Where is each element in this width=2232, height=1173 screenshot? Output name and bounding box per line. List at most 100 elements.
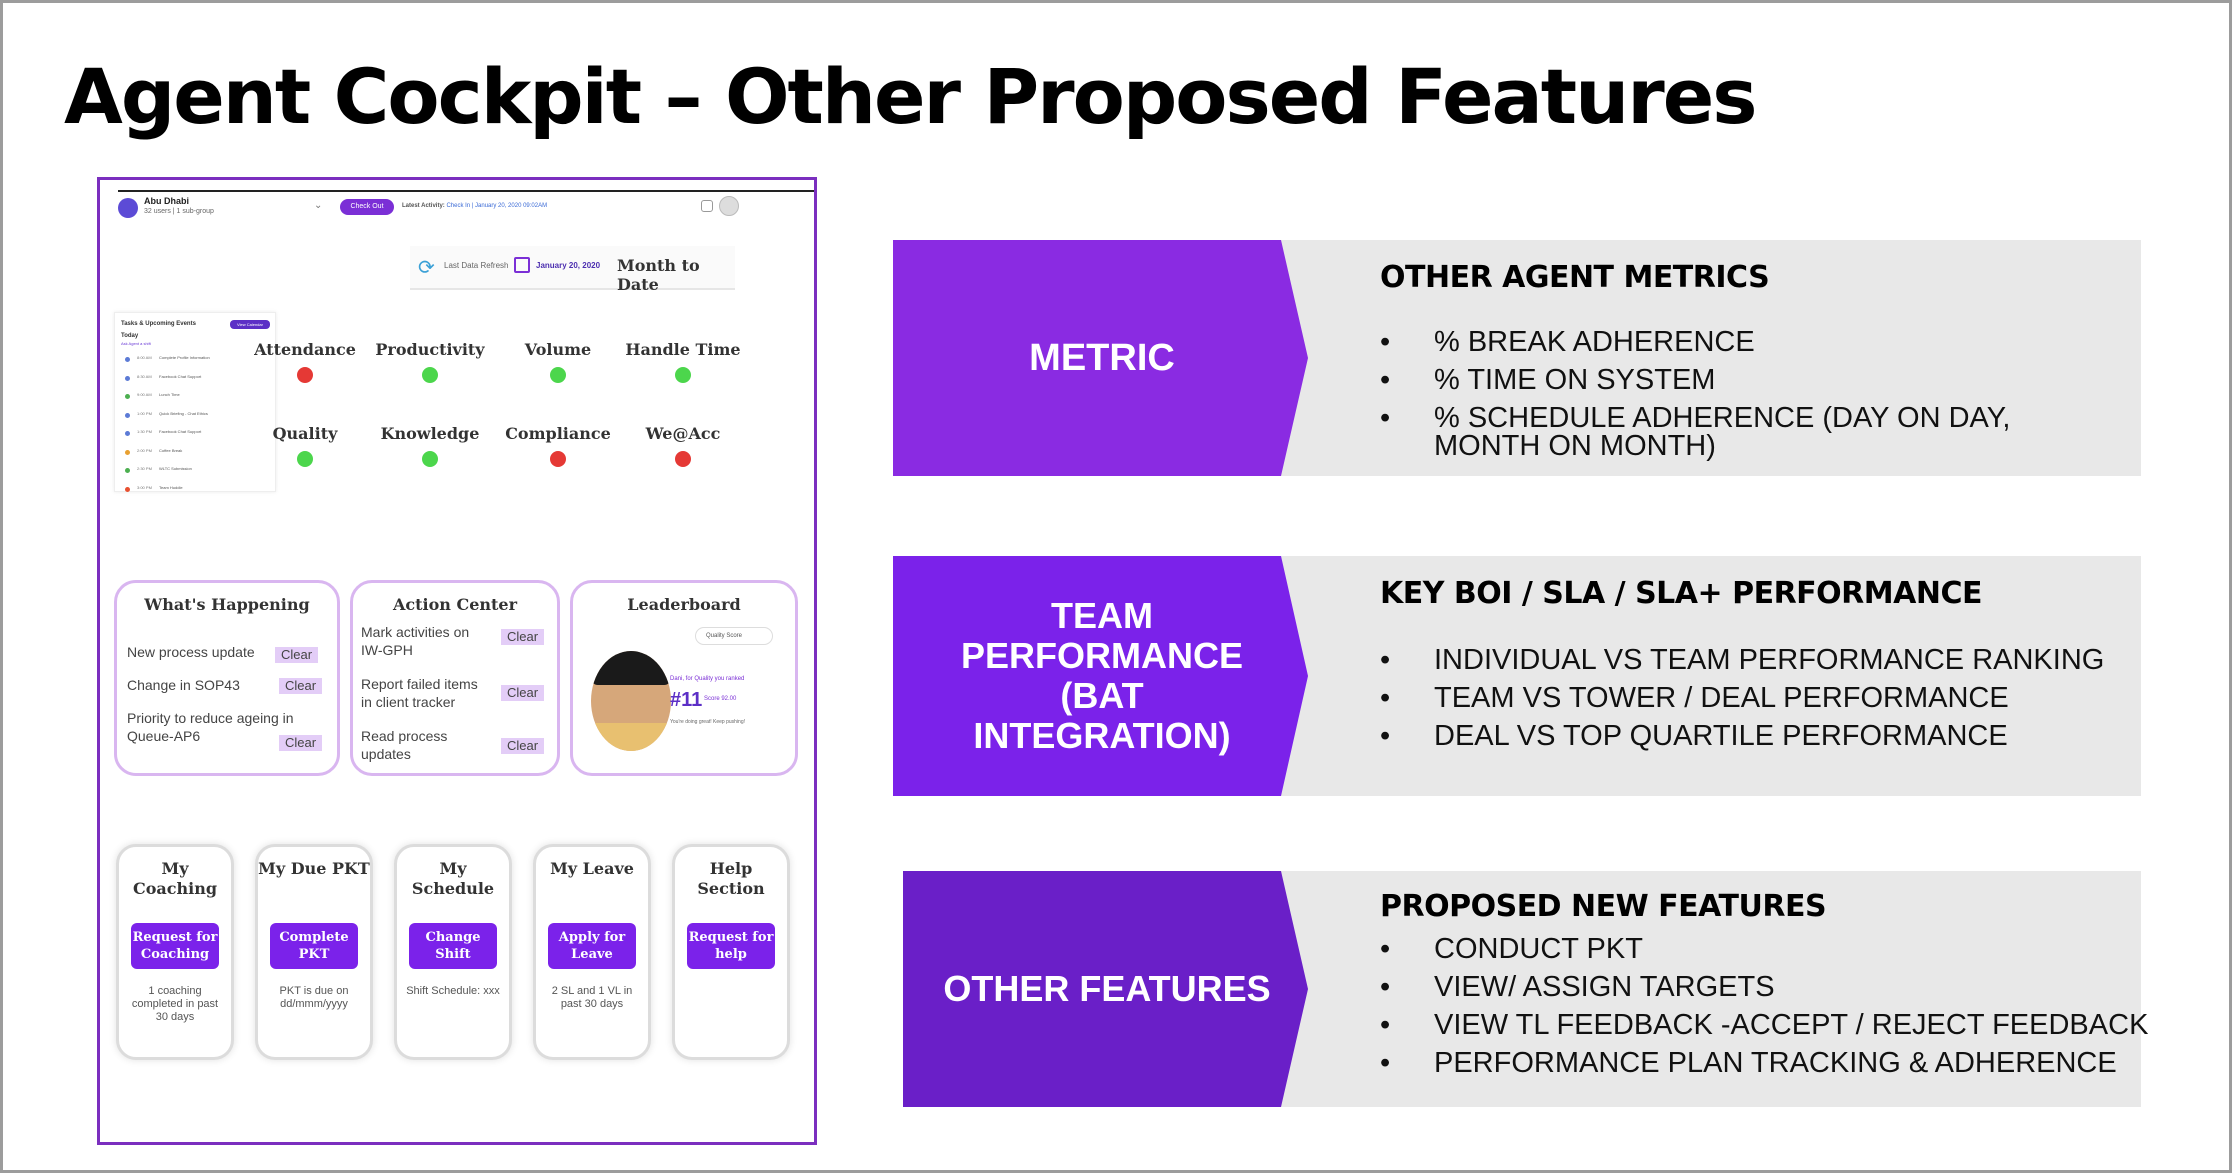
tile-button[interactable]: Request for Coaching (131, 923, 219, 969)
clear-button[interactable]: Clear (501, 685, 545, 701)
status-dot (297, 367, 313, 383)
metric-label: Compliance (505, 424, 611, 443)
calendar-icon[interactable] (514, 257, 530, 273)
tile-note: 2 SL and 1 VL in past 30 days (551, 985, 633, 1010)
location-avatar (118, 198, 138, 218)
tasks-sub: Ask Agent a shift (121, 341, 151, 346)
bullet-text: TEAM VS TOWER / DEAL PERFORMANCE (1434, 682, 2009, 714)
task-dot (125, 357, 130, 362)
database-icon[interactable] (701, 200, 713, 212)
metric-productivity[interactable]: Productivity (370, 340, 490, 383)
agent-photo (591, 651, 671, 751)
clear-button[interactable]: Clear (501, 738, 545, 754)
metric-compliance[interactable]: Compliance (498, 424, 618, 467)
tile-button[interactable]: Apply for Leave (548, 923, 636, 969)
tile-note: Shift Schedule: xxx (406, 985, 500, 997)
metric-knowledge[interactable]: Knowledge (370, 424, 490, 467)
bullet-dot: • (1380, 720, 1391, 752)
clear-button[interactable]: Clear (279, 678, 323, 694)
card-title: Leaderboard (627, 595, 741, 614)
task-dot (125, 486, 130, 492)
task-dot (125, 449, 130, 455)
bullet-text: INDIVIDUAL VS TEAM PERFORMANCE RANKING (1434, 644, 2105, 676)
score-value: Score 92.00 (704, 696, 737, 702)
action-item: Read process updates (361, 728, 448, 762)
tile-title: My Due PKT (258, 859, 370, 878)
metric-attendance[interactable]: Attendance (245, 340, 365, 383)
task-time: 1:00 PM (137, 410, 152, 416)
view-calendar-button[interactable]: View Calendar (230, 320, 270, 329)
tasks-today: Today (121, 333, 139, 339)
whats-happening-card: What's Happening New process update Clea… (114, 580, 340, 776)
slide-title: Agent Cockpit – Other Proposed Features (64, 52, 1757, 141)
task-text: Facebook Chat Support (159, 429, 202, 434)
feature-heading: PROPOSED NEW FEATURES (1380, 889, 1827, 924)
feature-detail-panel (1281, 240, 2141, 476)
tile-title: My Coaching (132, 859, 218, 898)
metric-label: Quality (272, 424, 338, 443)
score-select[interactable]: Quality Score (695, 627, 773, 645)
metric-label: Volume (524, 340, 592, 359)
news-item: New process update (127, 644, 255, 660)
bullet-text: % TIME ON SYSTEM (1434, 364, 1716, 396)
status-dot (675, 367, 691, 383)
chevron-down-icon[interactable]: ⌄ (314, 200, 323, 211)
check-out-button[interactable]: Check Out (340, 199, 394, 215)
location-sub: 32 users | 1 sub-group (144, 208, 214, 215)
tasks-title: Tasks & Upcoming Events (121, 321, 196, 327)
arrow-label: METRIC (1029, 337, 1175, 379)
task-item[interactable]: 1:30 PM Facebook Chat Support (125, 429, 265, 439)
clear-button[interactable]: Clear (279, 735, 323, 751)
bullet-dot: • (1380, 1047, 1391, 1079)
task-time: 1:30 PM (137, 429, 152, 434)
bullet-text: % SCHEDULE ADHERENCE (DAY ON DAY, MONTH … (1434, 402, 2011, 462)
tile-title: Help Section (697, 859, 765, 898)
photo-shirt (591, 723, 671, 751)
tile-my-due-pkt: My Due PKT Complete PKT PKT is due on dd/m… (255, 844, 373, 1060)
metric-volume[interactable]: Volume (498, 340, 618, 383)
tile-button[interactable]: Change Shift (409, 923, 497, 969)
metric-quality[interactable]: Quality (245, 424, 365, 467)
bullet-dot: • (1380, 682, 1391, 714)
feature-detail-panel (1281, 871, 2141, 1107)
task-dot (125, 412, 130, 418)
card-title: What's Happening (144, 595, 310, 614)
bullet-text: DEAL VS TOP QUARTILE PERFORMANCE (1434, 720, 2008, 752)
status-dot (550, 367, 566, 383)
status-dot (422, 367, 438, 383)
cockpit-mockup: Abu Dhabi 32 users | 1 sub-group ⌄ Check… (97, 177, 817, 1145)
task-text: WLTC Submission (159, 466, 192, 471)
status-dot (422, 451, 438, 467)
task-dot (125, 431, 130, 436)
task-text: Quick Briefing - Chat Ethics (159, 410, 208, 416)
tile-button[interactable]: Complete PKT (270, 923, 358, 969)
task-item[interactable]: 1:00 PM Quick Briefing - Chat Ethics (125, 411, 265, 421)
arrow-label: TEAM PERFORMANCE (BAT INTEGRATION) (960, 595, 1243, 756)
metric-we-acc[interactable]: We@Acc (623, 424, 743, 467)
user-avatar-icon[interactable] (719, 196, 739, 216)
tile-note: PKT is due on dd/mmm/yyyy (279, 985, 349, 1010)
period-selector[interactable]: Month to Date (617, 256, 700, 294)
latest-activity-label: Latest Activity: (402, 203, 445, 209)
metric-handle-time[interactable]: Handle Time (623, 340, 743, 383)
metric-label: Productivity (375, 340, 485, 359)
task-dot (125, 468, 130, 473)
tile-note: 1 coaching completed in past 30 days (131, 985, 219, 1023)
refresh-icon[interactable]: ⟳ (418, 257, 435, 279)
latest-activity: Latest Activity: Check In | January 20, … (402, 203, 547, 209)
status-dot (297, 451, 313, 467)
bullet-dot: • (1380, 644, 1391, 676)
refresh-date: January 20, 2020 (536, 261, 601, 270)
clear-button[interactable]: Clear (501, 629, 545, 645)
tile-button[interactable]: Request for help (687, 923, 775, 969)
tasks-panel: Tasks & Upcoming Events View Calendar To… (114, 312, 276, 492)
latest-activity-value: Check In | January 20, 2020 09:02AM (446, 203, 548, 209)
clear-button[interactable]: Clear (275, 647, 319, 663)
